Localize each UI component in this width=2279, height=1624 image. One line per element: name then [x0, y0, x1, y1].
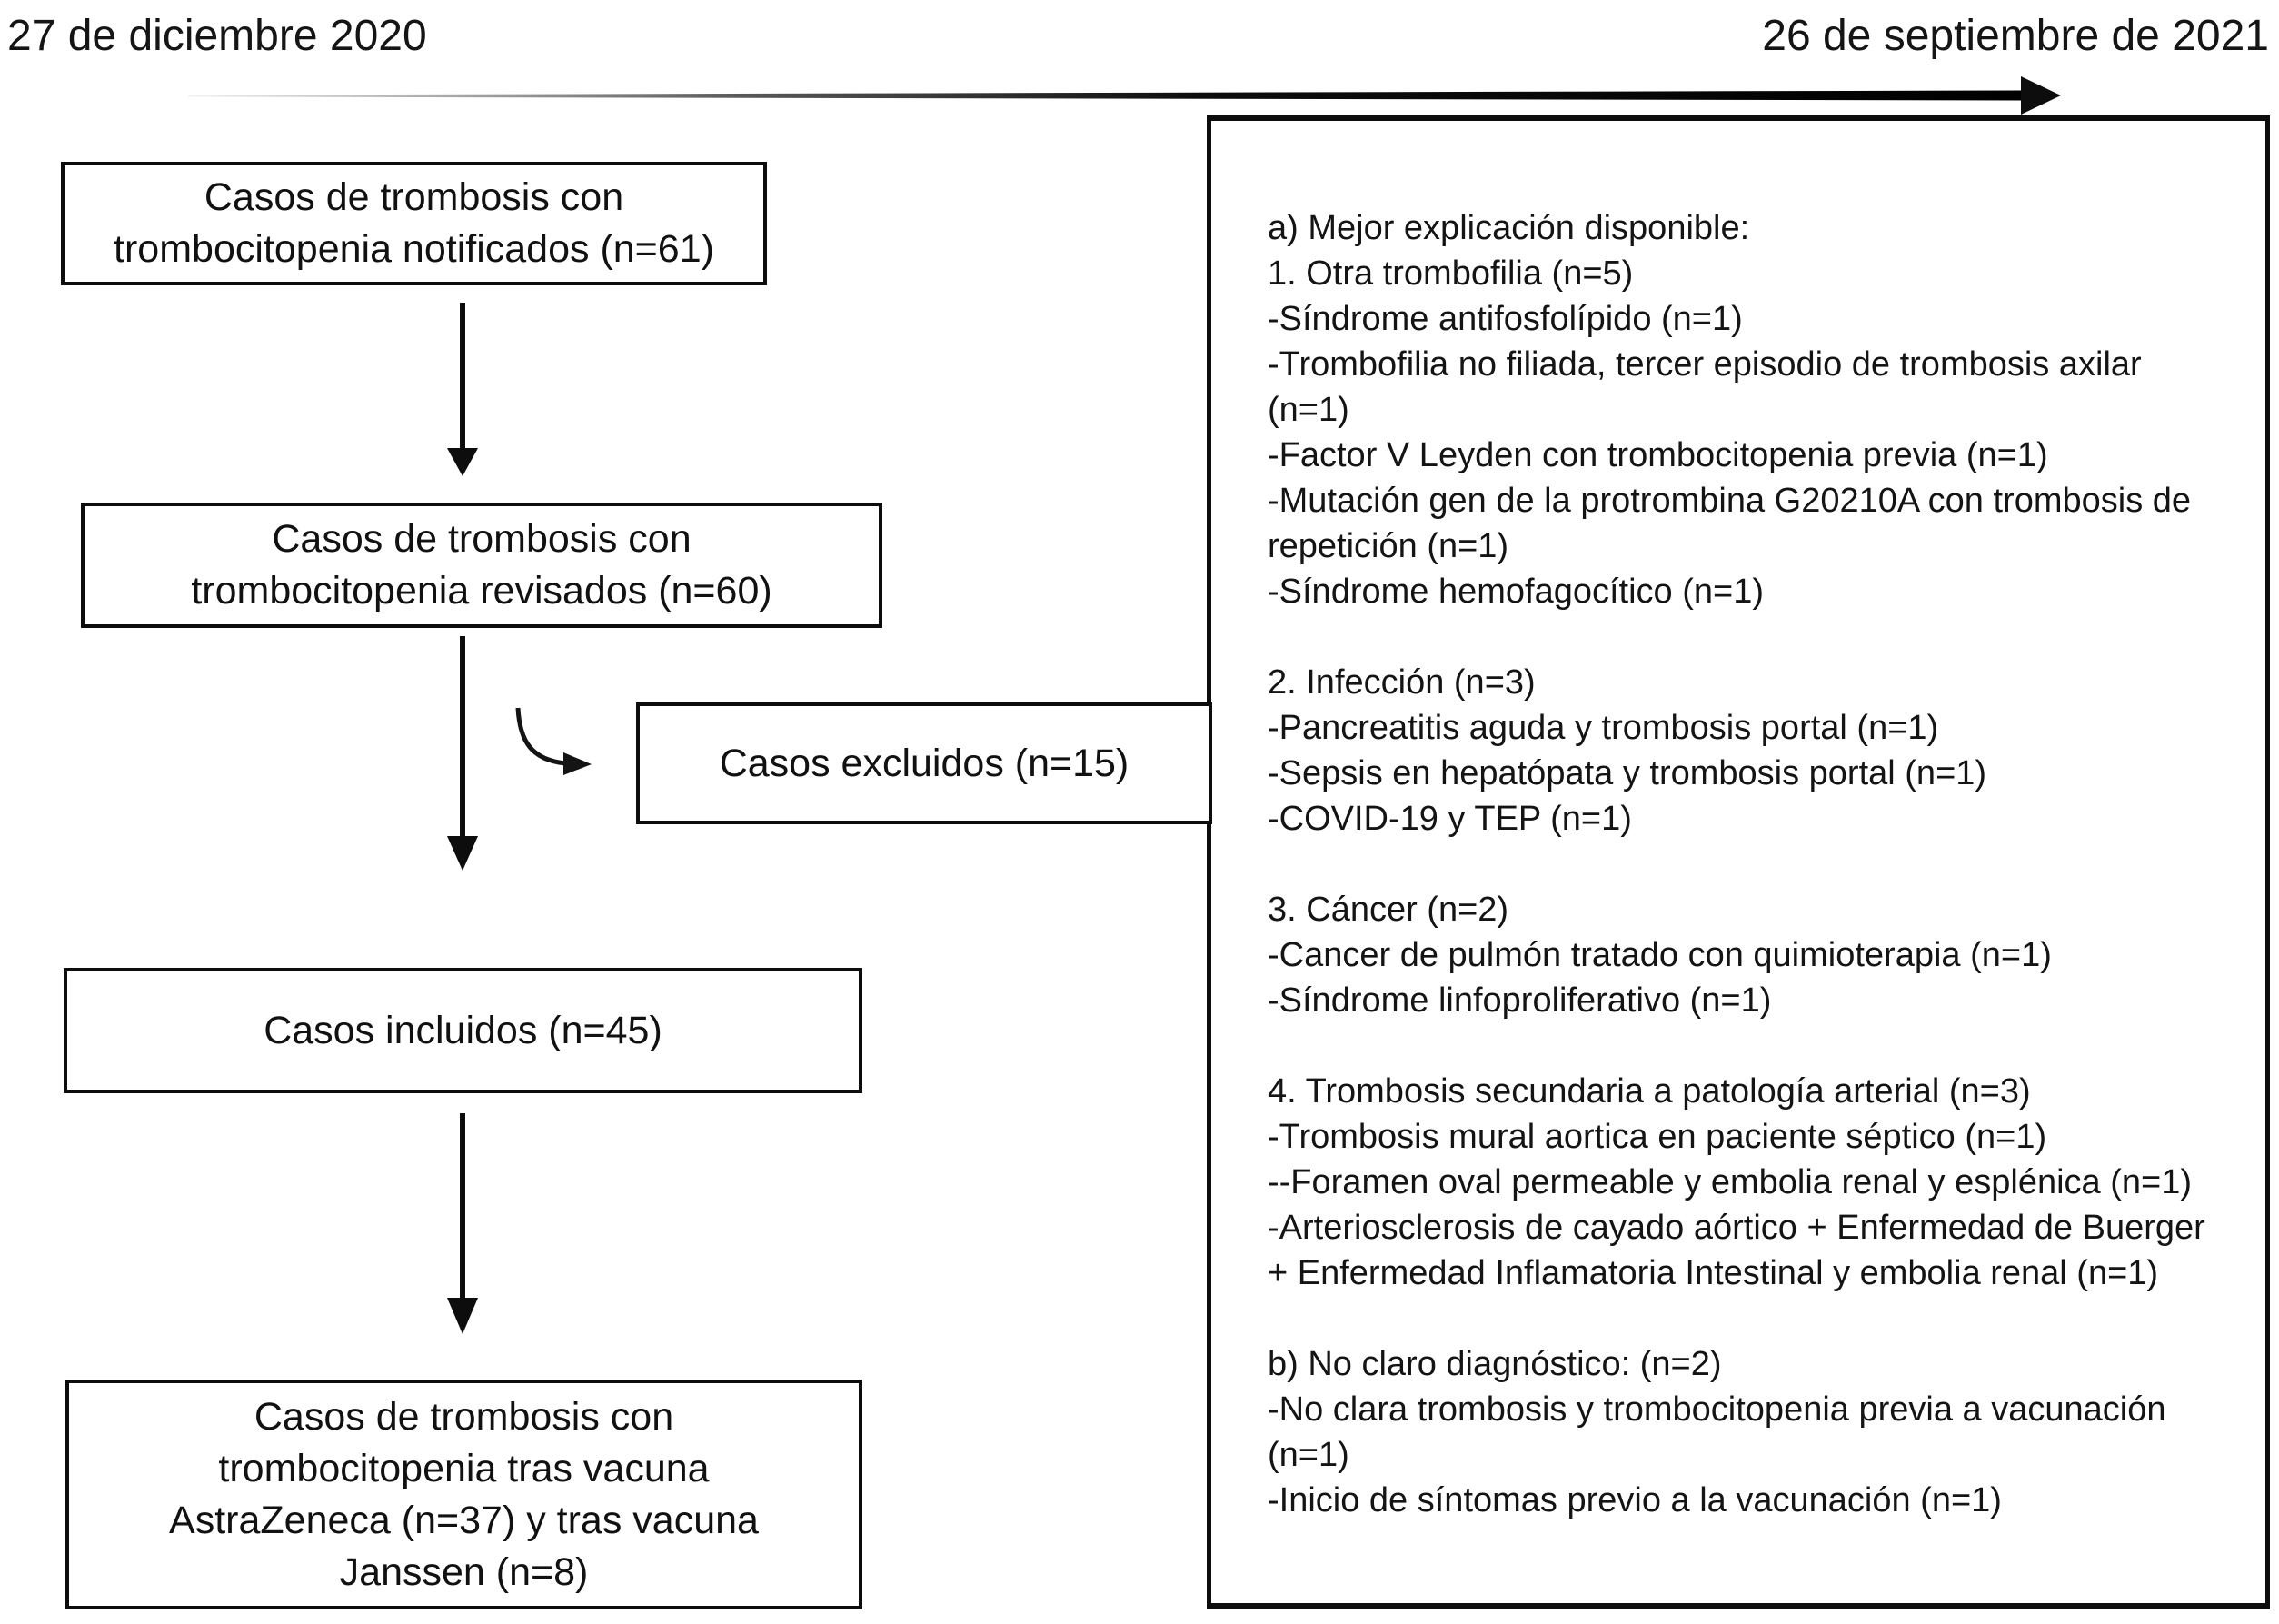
arrow-notified-to-reviewed — [447, 303, 478, 476]
box-casos-tras-vacuna: Casos de trombosis con trombocitopenia tr… — [65, 1380, 862, 1609]
text-line: 3. Cáncer (n=2) — [1268, 891, 1509, 929]
text-line: + Enfermedad Inflamatoria Intestinal y e… — [1268, 1254, 2159, 1292]
text-line: 1. Otra trombofilia (n=5) — [1268, 254, 1634, 293]
text-line: Casos de trombosis con — [204, 175, 624, 219]
box-casos-revisados: Casos de trombosis con trombocitopenia re… — [81, 503, 882, 628]
box-casos-notificados: Casos de trombosis con trombocitopenia no… — [61, 162, 767, 285]
exclusions-detail-panel: a) Mejor explicación disponible: 1. Otra … — [1207, 115, 2270, 1609]
text-line: -No clara trombosis y trombocitopenia pr… — [1268, 1390, 2166, 1429]
text-line: -Síndrome linfoproliferativo (n=1) — [1268, 981, 1772, 1020]
text-line: --Foramen oval permeable y embolia renal… — [1268, 1163, 2192, 1201]
text-line: trombocitopenia notificados (n=61) — [114, 227, 714, 271]
text-line: trombocitopenia revisados (n=60) — [191, 569, 772, 613]
text-line: Janssen (n=8) — [339, 1549, 589, 1594]
text-line: Casos de trombosis con — [254, 1394, 674, 1439]
arrow-branch-to-excluded — [515, 707, 592, 775]
text-line: -Cancer de pulmón tratado con quimiotera… — [1268, 936, 2052, 974]
text-line: -Arteriosclerosis de cayado aórtico + En… — [1268, 1209, 2205, 1247]
text-line: -Trombosis mural aortica en paciente sép… — [1268, 1118, 2047, 1156]
text-line: (n=1) — [1268, 1436, 1349, 1474]
text-line: repetición (n=1) — [1268, 527, 1509, 565]
text-line: a) Mejor explicación disponible: — [1268, 209, 1750, 247]
text-line: -Sepsis en hepatópata y trombosis portal… — [1268, 754, 1987, 792]
text-line: -Trombofilia no filiada, tercer episodio… — [1268, 345, 2142, 384]
text-line — [1268, 842, 2249, 887]
text-line: -COVID-19 y TEP (n=1) — [1268, 800, 1632, 838]
box-casos-incluidos-label: Casos incluidos (n=45) — [264, 1008, 662, 1052]
text-line: -Mutación gen de la protrombina G20210A … — [1268, 482, 2192, 520]
text-line: -Síndrome hemofagocítico (n=1) — [1268, 573, 1764, 611]
text-line — [1268, 1296, 2249, 1341]
text-line: -Inicio de síntomas previo a la vacunaci… — [1268, 1481, 2002, 1519]
text-line — [1268, 614, 2249, 660]
text-line: -Pancreatitis aguda y trombosis portal (… — [1268, 709, 1939, 747]
box-casos-excluidos: Casos excluidos (n=15) — [636, 702, 1212, 824]
text-line: AstraZeneca (n=37) y tras vacuna — [169, 1498, 759, 1542]
text-line: b) No claro diagnóstico: (n=2) — [1268, 1345, 1722, 1383]
timeline-arrow — [188, 76, 2061, 115]
text-line: (n=1) — [1268, 391, 1349, 429]
text-line: Casos de trombosis con — [272, 517, 692, 561]
text-line: -Factor V Leyden con trombocitopenia pre… — [1268, 436, 2048, 474]
arrow-reviewed-to-included — [447, 636, 478, 871]
text-line: -Síndrome antifosfolípido (n=1) — [1268, 300, 1743, 338]
text-line — [1268, 1023, 2249, 1069]
box-casos-incluidos: Casos incluidos (n=45) — [64, 968, 862, 1093]
text-line: trombocitopenia tras vacuna — [218, 1446, 710, 1490]
arrow-included-to-final — [447, 1113, 478, 1334]
timeline-end-date: 26 de septiembre de 2021 — [1762, 12, 2269, 60]
box-casos-excluidos-label: Casos excluidos (n=15) — [719, 741, 1130, 785]
timeline-start-date: 27 de diciembre 2020 — [7, 12, 427, 60]
text-line: 2. Infección (n=3) — [1268, 663, 1536, 702]
text-line: 4. Trombosis secundaria a patología arte… — [1268, 1072, 2031, 1111]
